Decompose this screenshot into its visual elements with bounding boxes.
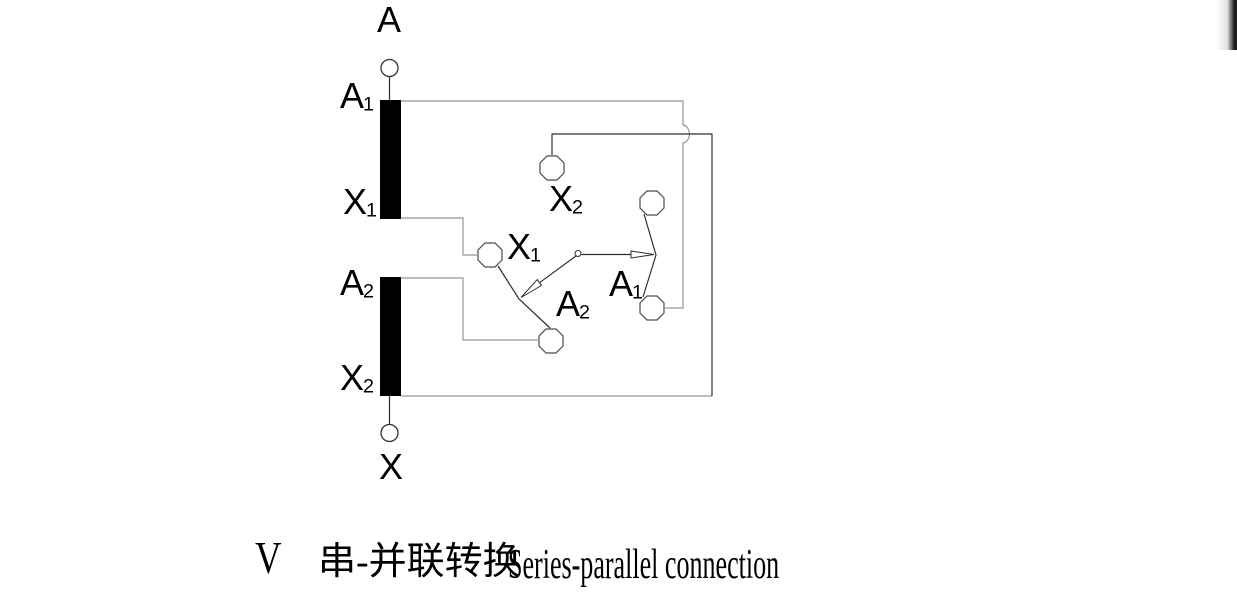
right-switch-contact-link (642, 213, 657, 298)
label-winding2-start: A2 (340, 262, 375, 303)
wire-x2-parallel (551, 133, 713, 396)
caption-numeral: V (255, 532, 282, 583)
label-contact-a1: A1 (609, 263, 644, 304)
label-contact-x1: X1 (507, 226, 542, 267)
wire-x1-to-contact (401, 217, 477, 256)
label-contact-a2: A2 (556, 283, 591, 324)
contact-x2 (539, 155, 565, 181)
winding1-bar (380, 100, 401, 219)
label-winding1-start: A1 (340, 75, 375, 116)
contact-a1-lower (639, 295, 665, 321)
blade-right-arrowhead (630, 250, 655, 259)
corner-artifact (1215, 0, 1237, 50)
label-contact-x2: X2 (549, 178, 584, 219)
label-winding1-end: X1 (343, 181, 378, 222)
caption-title-zh: 串-并联转换 (318, 541, 521, 583)
caption-title-en: Series-parallel connection (508, 542, 780, 588)
label-winding2-end: X2 (340, 357, 375, 398)
contact-x1 (477, 242, 503, 268)
terminal-a-circle (380, 58, 399, 78)
terminal-x-circle (380, 423, 399, 443)
label-terminal-x: X (379, 446, 403, 487)
wire-a2-to-contact (401, 277, 538, 341)
blade-left-line (539, 255, 577, 284)
label-terminal-a: A (377, 0, 401, 40)
contact-a1-upper (639, 190, 665, 216)
winding2-bar (380, 277, 401, 396)
blade-left-arrowhead (520, 278, 543, 298)
contact-a2 (538, 328, 564, 354)
left-switch-contact-link (497, 265, 551, 329)
blade-pivot-point (574, 250, 582, 257)
